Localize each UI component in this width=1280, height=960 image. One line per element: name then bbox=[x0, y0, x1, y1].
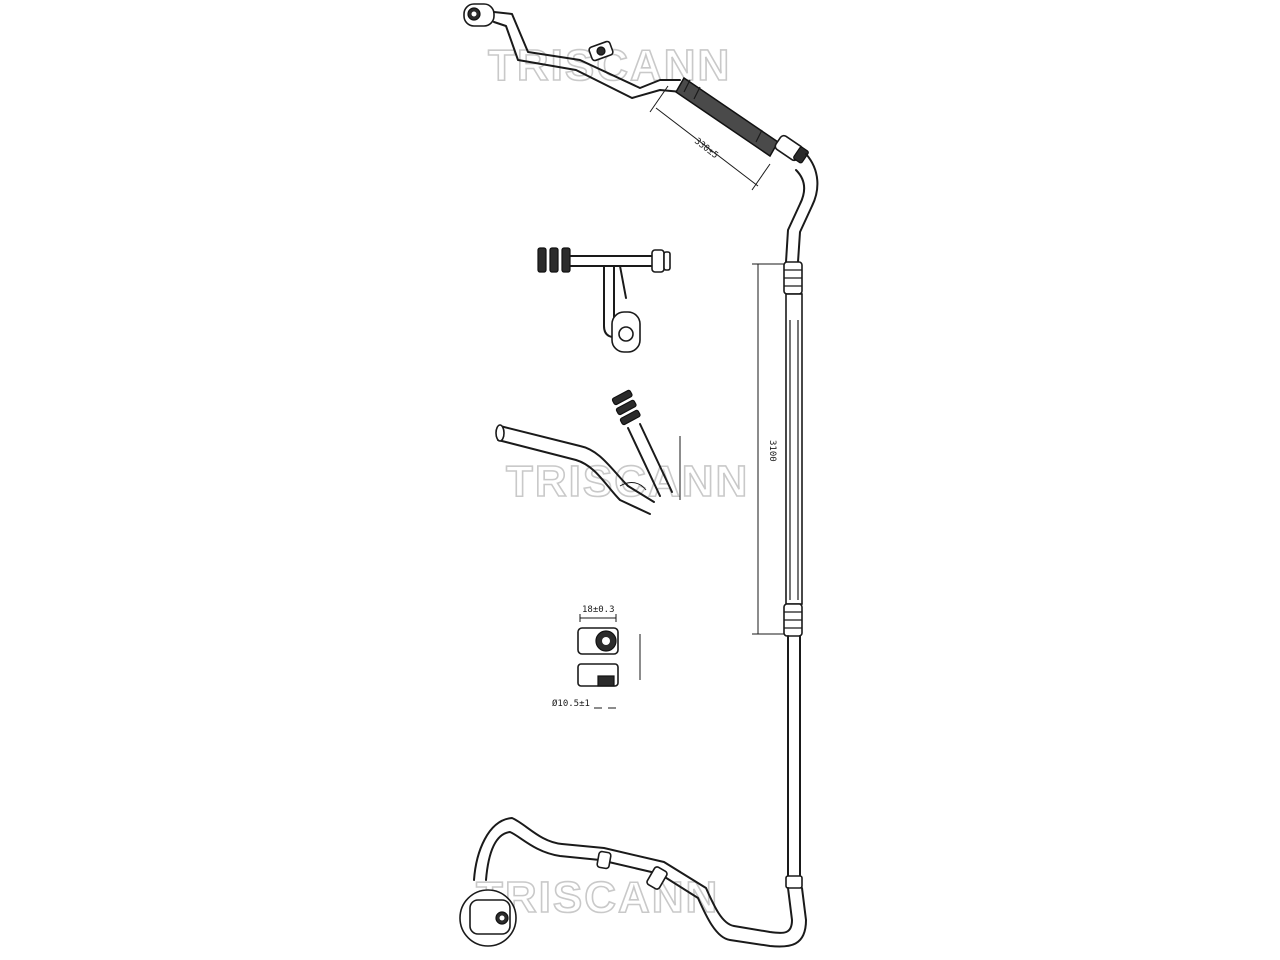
main-pipe-assembly bbox=[459, 3, 819, 948]
lower-tube bbox=[785, 635, 803, 889]
lower-sleeve bbox=[783, 603, 803, 637]
angle-fitting-rings bbox=[611, 389, 641, 426]
vertical-tube bbox=[785, 293, 803, 605]
bracket-fitting bbox=[588, 40, 614, 62]
tube-length-label: 3100 bbox=[767, 440, 777, 462]
upper-sleeve bbox=[783, 261, 803, 295]
hose-end-fitting bbox=[774, 134, 809, 164]
top-connector bbox=[463, 3, 495, 27]
top-pipe bbox=[493, 11, 681, 89]
bottom-connector bbox=[459, 889, 517, 947]
t-fitting-rings bbox=[537, 247, 571, 273]
flexible-hose bbox=[675, 76, 779, 158]
detail-angle-fitting bbox=[495, 389, 681, 515]
upper-bend bbox=[797, 153, 819, 263]
return-clip-1 bbox=[596, 850, 612, 870]
detail-small-fitting: 18±0.3 Ø10.5±1 bbox=[552, 605, 641, 709]
tube-dimension: 3100 bbox=[752, 263, 784, 635]
return-clip-2 bbox=[646, 866, 668, 890]
detail-t-fitting bbox=[537, 247, 671, 353]
bottom-bend-pipe bbox=[485, 831, 807, 948]
fitting-width-label: 18±0.3 bbox=[582, 605, 615, 615]
hose-length-label: 330±5 bbox=[692, 136, 720, 161]
watermark-middle: TRISCANN bbox=[506, 457, 749, 506]
fitting-diameter-label: Ø10.5±1 bbox=[552, 698, 590, 709]
